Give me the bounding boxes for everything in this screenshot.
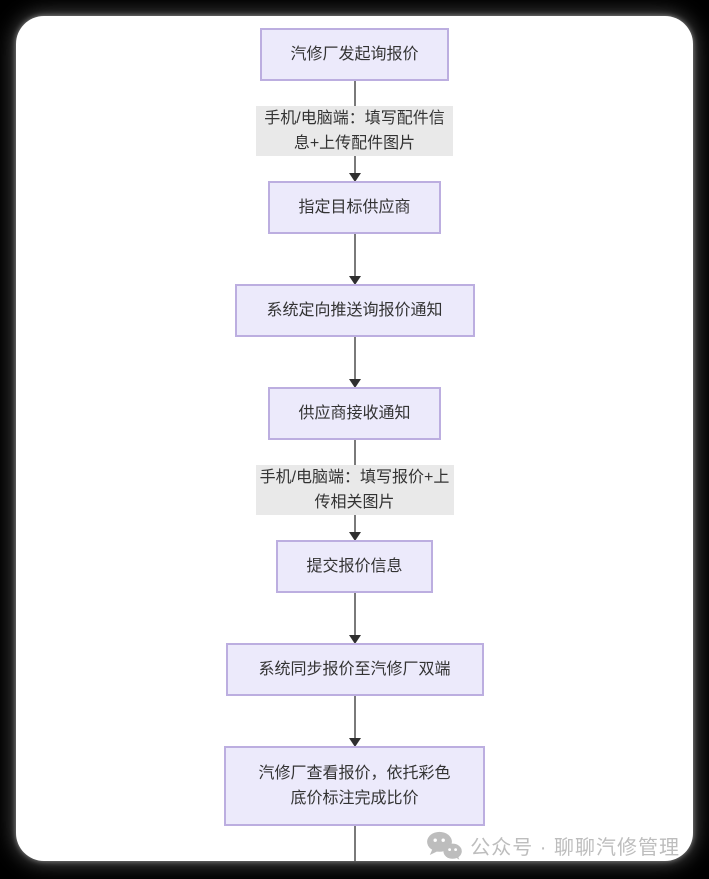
flow-connector: [16, 515, 693, 541]
flow-node-supplier-receive: 供应商接收通知: [268, 387, 441, 440]
node-label-line: 底价标注完成比价: [290, 790, 419, 807]
connector-line: [353, 81, 356, 106]
flow-connector-cutoff: [16, 826, 693, 861]
flow-connector: [16, 337, 693, 388]
edge-label-line: 手机/电脑端：填写报价+上: [259, 469, 450, 486]
flow-connector: [16, 593, 693, 644]
wechat-icon: [427, 831, 463, 860]
flowchart-card: 汽修厂发起询报价 手机/电脑端：填写配件信 息+上传配件图片 指定目标供应商 系…: [16, 16, 693, 861]
arrow-down-icon: [348, 173, 361, 182]
flowchart: 汽修厂发起询报价 手机/电脑端：填写配件信 息+上传配件图片 指定目标供应商 系…: [16, 28, 693, 861]
arrow-down-icon: [348, 379, 361, 388]
flow-node-start: 汽修厂发起询报价: [260, 28, 449, 81]
connector-line: [353, 337, 356, 385]
connector-line: [353, 440, 356, 465]
connector-line: [353, 826, 356, 861]
edge-label-line: 手机/电脑端：填写配件信: [264, 110, 445, 127]
connector-line: [353, 593, 356, 641]
arrow-down-icon: [348, 738, 361, 747]
flow-edge-label-2: 手机/电脑端：填写报价+上 传相关图片: [255, 465, 454, 515]
watermark: 公众号 · 聊聊汽修管理: [426, 831, 680, 860]
flow-node-sync-quote: 系统同步报价至汽修厂双端: [225, 643, 484, 696]
connector-line: [353, 234, 356, 282]
flow-connector: [16, 440, 693, 465]
arrow-down-icon: [348, 276, 361, 285]
edge-label-line: 息+上传配件图片: [293, 135, 416, 152]
edge-label-line: 传相关图片: [314, 494, 395, 511]
flow-node-submit-quote: 提交报价信息: [276, 540, 433, 593]
connector-line: [353, 696, 356, 744]
node-label-line: 汽修厂查看报价，依托彩色: [258, 765, 451, 782]
arrow-down-icon: [348, 635, 361, 644]
flow-node-push-notification: 系统定向推送询报价通知: [234, 284, 475, 337]
flow-connector: [16, 156, 693, 182]
flow-connector: [16, 234, 693, 285]
flow-node-assign-supplier: 指定目标供应商: [268, 181, 441, 234]
flow-node-compare-price: 汽修厂查看报价，依托彩色 底价标注完成比价: [224, 746, 485, 826]
flow-connector: [16, 81, 693, 106]
connector-line: [353, 515, 356, 538]
flow-connector: [16, 696, 693, 747]
connector-line: [353, 156, 356, 179]
flow-edge-label-1: 手机/电脑端：填写配件信 息+上传配件图片: [256, 106, 453, 156]
arrow-down-icon: [348, 532, 361, 541]
watermark-text: 公众号 · 聊聊汽修管理: [470, 837, 680, 859]
